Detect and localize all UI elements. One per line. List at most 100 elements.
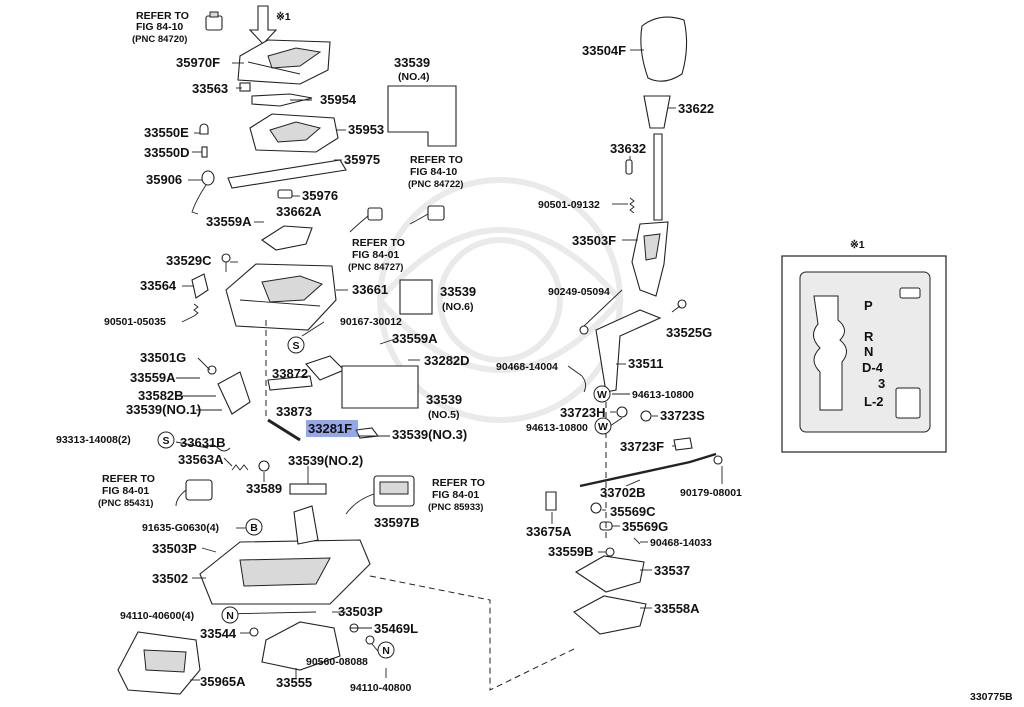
label-35965A: 35965A — [200, 674, 246, 689]
label-90468-14033: 90468-14033 — [650, 537, 712, 549]
label-35953: 35953 — [348, 122, 384, 137]
part-35970F — [237, 39, 331, 85]
label-90179-08001: 90179-08001 — [680, 487, 742, 499]
label-refer-84-01-c-1: REFER TO — [432, 477, 485, 489]
label-33872: 33872 — [272, 366, 308, 381]
label-33558A: 33558A — [654, 601, 700, 616]
part-33503F — [631, 221, 669, 297]
label-refer-84-01-b-3: (PNC 85431) — [98, 498, 153, 509]
part-33544 — [249, 627, 259, 637]
label-90560-08088: 90560-08088 — [306, 656, 368, 668]
assembly-line-base — [369, 575, 577, 691]
label-94110-40600: 94110-40600(4) — [120, 610, 194, 622]
label-33631B: 33631B — [180, 435, 226, 450]
svg-text:B: B — [250, 522, 258, 534]
part-35975 — [227, 159, 347, 189]
label-35975: 35975 — [344, 152, 380, 167]
part-33529C — [221, 253, 231, 272]
callout-W-b: W — [594, 417, 612, 435]
part-33539-no2 — [289, 483, 327, 495]
label-33511: 33511 — [628, 356, 663, 371]
part-90468-14033 — [633, 537, 641, 545]
label-33563: 33563 — [192, 81, 228, 96]
part-33539-no5 — [341, 365, 419, 409]
part-33702B — [579, 452, 717, 488]
part-35906 — [191, 170, 215, 215]
label-33539-no4-sub: (NO.4) — [398, 71, 430, 83]
gate-R: R — [864, 329, 874, 344]
callout-N-b: N — [377, 641, 395, 659]
part-35953 — [249, 113, 339, 153]
solenoid-85431 — [175, 479, 213, 507]
part-labels: REFER TO FIG 84-10 (PNC 84720) 35970F 33… — [56, 10, 742, 694]
part-33582B — [207, 365, 251, 415]
insert-arrow — [248, 5, 278, 45]
label-33539-no4: 33539 — [394, 55, 430, 70]
label-33555: 33555 — [276, 675, 312, 690]
shift-rod — [653, 133, 663, 221]
callout-S-a: S — [287, 336, 305, 354]
label-refer-84-01-b-2: FIG 84-01 — [102, 485, 149, 497]
label-refer-84-10-top-3: (PNC 84720) — [132, 34, 187, 45]
label-33632: 33632 — [610, 141, 646, 156]
label-90501-09132: 90501-09132 — [538, 199, 600, 211]
gate-N: N — [864, 344, 873, 359]
part-33661 — [225, 263, 337, 331]
label-35469L: 35469L — [374, 621, 418, 636]
part-33550E — [199, 123, 209, 135]
label-33539-no6: 33539 — [440, 284, 476, 299]
part-33558A — [573, 595, 647, 635]
part-33563A — [231, 464, 249, 471]
label-33563A: 33563A — [178, 452, 224, 467]
part-33564 — [191, 273, 209, 299]
label-refer-84-10-top-2: FIG 84-10 — [136, 21, 183, 33]
label-33539-no1: 33539(NO.1) — [126, 402, 201, 417]
part-35965A — [117, 631, 201, 695]
label-33537: 33537 — [654, 563, 690, 578]
label-94110-40800: 94110-40800 — [350, 682, 411, 694]
label-33564: 33564 — [140, 278, 177, 293]
part-33622 — [643, 95, 671, 129]
label-35970F: 35970F — [176, 55, 220, 70]
label-33282D: 33282D — [424, 353, 470, 368]
label-35976: 35976 — [302, 188, 338, 203]
part-33504F — [640, 16, 688, 82]
label-refer-84-01-c-3: (PNC 85933) — [428, 502, 483, 513]
part-33537 — [574, 555, 645, 593]
label-33525G: 33525G — [666, 325, 712, 340]
part-35976 — [277, 189, 293, 199]
label-91635-G0630: 91635-G0630(4) — [142, 522, 219, 534]
label-90501-05035: 90501-05035 — [104, 316, 166, 328]
gate-D-4: D-4 — [862, 360, 884, 375]
label-33661: 33661 — [352, 282, 388, 297]
label-93313-14008: 93313-14008(2) — [56, 434, 131, 446]
part-33511 — [595, 309, 662, 393]
inset-gate-panel — [781, 255, 947, 453]
label-refer-84-01-a-3: (PNC 84727) — [348, 262, 403, 273]
gate-P: P — [864, 298, 873, 313]
part-90501-05035 — [193, 303, 199, 317]
label-refer-84-01-a-1: REFER TO — [352, 237, 405, 249]
label-33281F: 33281F — [308, 421, 352, 436]
svg-text:S: S — [162, 435, 169, 447]
label-refer-84-10-b-2: FIG 84-10 — [410, 166, 457, 178]
label-33559B: 33559B — [548, 544, 594, 559]
label-33723S: 33723S — [660, 408, 705, 423]
connector-84727 — [349, 207, 383, 233]
label-refer-84-01-c-2: FIG 84-01 — [432, 489, 479, 501]
label-33873: 33873 — [276, 404, 312, 419]
label-33597B: 33597B — [374, 515, 420, 530]
label-35906: 35906 — [146, 172, 182, 187]
label-35569C: 35569C — [610, 504, 656, 519]
part-33873 — [267, 375, 313, 391]
part-33632 — [625, 159, 633, 175]
label-33544: 33544 — [200, 626, 237, 641]
gate-3: 3 — [878, 376, 885, 391]
part-33550D — [201, 146, 208, 158]
label-90468-14004: 90468-14004 — [496, 361, 558, 373]
label-33539-no6-sub: (NO.6) — [442, 301, 474, 313]
callout-W-a: W — [593, 385, 611, 403]
part-33559B — [605, 547, 615, 557]
label-33622: 33622 — [678, 101, 714, 116]
